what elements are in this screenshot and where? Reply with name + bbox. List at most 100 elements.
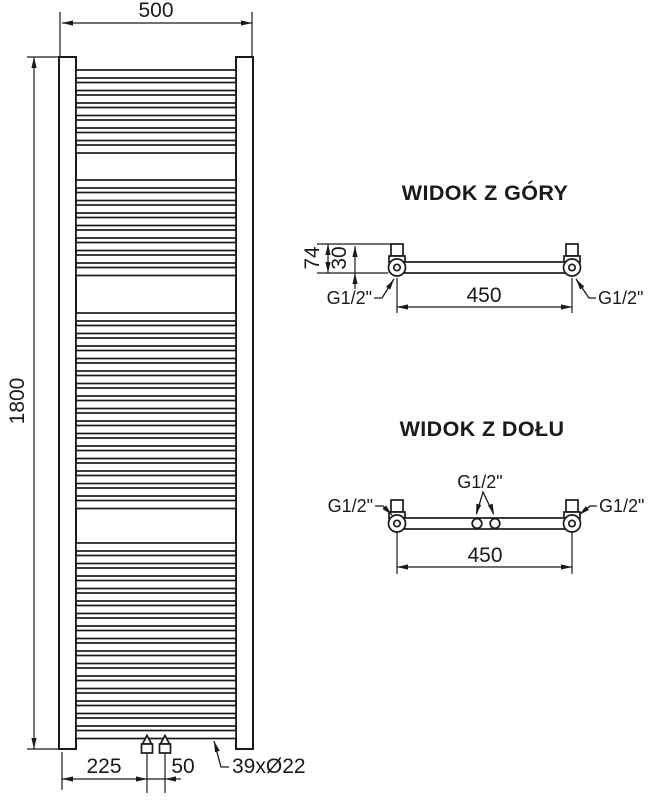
dim-label-connection-spacing: 450 bbox=[467, 544, 502, 567]
radiator-rung bbox=[75, 81, 237, 92]
arrowhead bbox=[476, 503, 482, 515]
radiator-rung bbox=[75, 424, 237, 435]
valve-body bbox=[140, 743, 154, 754]
connection-center-right bbox=[489, 517, 501, 530]
bracket-arm bbox=[390, 243, 404, 257]
bottom-view-title: WIDOK Z DOŁU bbox=[400, 417, 565, 441]
thread-label: G1/2" bbox=[598, 288, 643, 308]
thread-callout-center: G1/2" bbox=[457, 472, 503, 515]
radiator-rung bbox=[75, 266, 237, 277]
arrowhead bbox=[382, 505, 392, 515]
thread-callout-left: G1/2" bbox=[328, 496, 393, 516]
fork-leader-line bbox=[475, 490, 495, 515]
radiator-rung bbox=[75, 204, 237, 214]
connection-left-bore bbox=[392, 263, 402, 272]
radiator-rung bbox=[75, 399, 237, 410]
arrowhead bbox=[31, 57, 37, 68]
radiator-rung bbox=[75, 487, 237, 497]
bracket-arm bbox=[565, 499, 579, 513]
radiator-rung bbox=[75, 499, 237, 510]
arrowhead bbox=[561, 304, 572, 310]
arrowhead bbox=[386, 279, 394, 290]
rungs-callout: 39xØ22 bbox=[213, 740, 306, 778]
radiator-rung bbox=[75, 542, 237, 552]
radiator-rung bbox=[75, 567, 237, 577]
bracket-arm bbox=[390, 499, 404, 513]
dim-label-connection-spacing: 450 bbox=[466, 284, 501, 307]
radiator-rung bbox=[75, 462, 237, 472]
radiator-rung bbox=[75, 349, 237, 360]
radiator-rung bbox=[75, 324, 237, 335]
right-collector-tube bbox=[235, 56, 254, 750]
arrowhead bbox=[214, 741, 220, 753]
arrowhead bbox=[488, 503, 494, 515]
radiator-rung bbox=[75, 617, 237, 627]
arrowhead bbox=[165, 776, 176, 782]
radiator-rung bbox=[75, 119, 237, 129]
connection-left-bore bbox=[392, 519, 402, 528]
radiator-rung bbox=[75, 437, 237, 447]
radiator-rung bbox=[75, 654, 237, 665]
arrowhead bbox=[241, 20, 252, 26]
radiator-rung bbox=[75, 592, 237, 602]
arrowhead bbox=[352, 273, 358, 284]
radiator-rung bbox=[75, 629, 237, 640]
radiator-rung bbox=[75, 216, 237, 227]
radiator-rung bbox=[75, 729, 237, 740]
radiator-rung bbox=[75, 387, 237, 397]
dim-depth: 74 30 bbox=[301, 243, 391, 289]
front-view: 500 1800 bbox=[6, 0, 306, 793]
arrowhead bbox=[62, 20, 73, 26]
radiator-rung bbox=[75, 179, 237, 189]
leader-line bbox=[374, 278, 395, 299]
radiator-rungs bbox=[75, 69, 237, 740]
arrowhead bbox=[325, 244, 331, 255]
top-view-title: WIDOK Z GÓRY bbox=[402, 180, 568, 205]
valve-body bbox=[158, 743, 172, 754]
radiator-rung bbox=[75, 229, 237, 239]
dim-label-valve-offset: 225 bbox=[86, 755, 121, 778]
radiator-rung bbox=[75, 94, 237, 104]
radiator-rung bbox=[75, 374, 237, 385]
connection-right-bore bbox=[567, 519, 577, 528]
thread-callout-right: G1/2" bbox=[578, 496, 644, 516]
dim-height: 1800 bbox=[6, 56, 58, 750]
radiator-rung bbox=[75, 312, 237, 322]
radiator-rung bbox=[75, 667, 237, 677]
dim-label-bracket-depth: 30 bbox=[328, 246, 351, 269]
radiator-rung bbox=[75, 679, 237, 690]
arrowhead bbox=[31, 738, 37, 749]
radiator-rung bbox=[75, 579, 237, 590]
radiator-rung bbox=[75, 191, 237, 202]
radiator-rung bbox=[75, 704, 237, 715]
top-view: WIDOK Z GÓRY 74 30 bbox=[301, 180, 643, 313]
rungs-count-label: 39xØ22 bbox=[232, 755, 306, 778]
arrowhead bbox=[579, 506, 590, 515]
radiator-rung bbox=[75, 717, 237, 727]
radiator-rung bbox=[75, 692, 237, 702]
dim-label-valve-spacing: 50 bbox=[171, 755, 194, 778]
dim-connection-spacing-top: 450 bbox=[396, 278, 573, 313]
dim-label-width: 500 bbox=[138, 0, 173, 22]
thread-label: G1/2" bbox=[327, 288, 372, 308]
arrowhead bbox=[576, 279, 585, 290]
dim-width: 500 bbox=[59, 0, 253, 56]
bottom-view: WIDOK Z DOŁU G1/2" G1/2" bbox=[328, 417, 644, 574]
dim-label-height: 1800 bbox=[6, 378, 29, 425]
radiator-rung bbox=[75, 412, 237, 422]
radiator-rung bbox=[75, 106, 237, 117]
arrowhead bbox=[397, 304, 408, 310]
dim-valve-position: 225 50 bbox=[61, 752, 195, 793]
radiator-rung bbox=[75, 241, 237, 252]
thread-label: G1/2" bbox=[457, 472, 502, 492]
arrowhead bbox=[352, 246, 358, 257]
thread-callout-left: G1/2" bbox=[327, 278, 395, 308]
thread-label: G1/2" bbox=[599, 496, 644, 516]
radiator-rung bbox=[75, 362, 237, 372]
left-collector-tube bbox=[58, 56, 77, 750]
arrowhead bbox=[62, 776, 73, 782]
arrowhead bbox=[561, 564, 572, 570]
connection-center-left bbox=[471, 517, 483, 530]
radiator-rung bbox=[75, 144, 237, 154]
